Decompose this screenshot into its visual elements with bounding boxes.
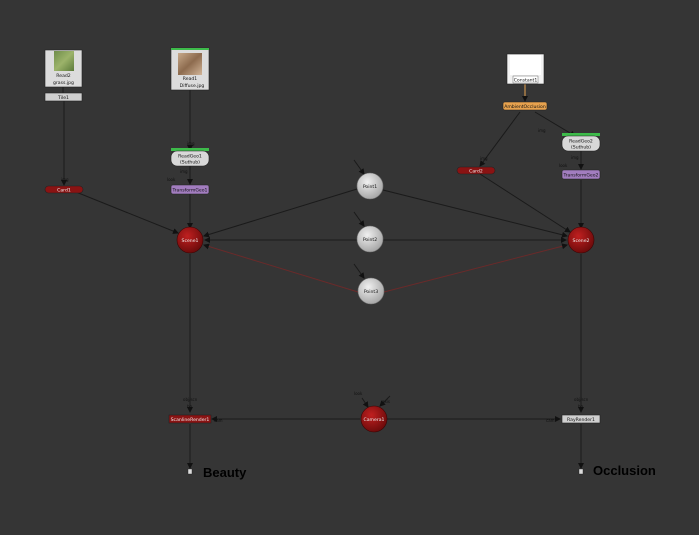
tag-objscn-rayrender: obj/scn xyxy=(574,397,589,402)
tag-cam-rayrender: cam xyxy=(546,418,555,423)
tag-axis-camera: axis xyxy=(382,399,390,404)
card1-label: Card1 xyxy=(57,188,71,194)
link-stub-point2[interactable] xyxy=(353,211,365,227)
read1-thumbnail xyxy=(178,53,202,75)
read2-thumbnail xyxy=(54,51,74,71)
node-scene2[interactable]: Scene2 xyxy=(567,226,595,254)
link-ambient-readgeo2[interactable] xyxy=(534,111,576,137)
tag-img-transformgeo2: img xyxy=(571,155,579,160)
scene1-label: Scene1 xyxy=(182,238,199,244)
node-ambient-occlusion[interactable]: AmbientOcclusion xyxy=(502,101,548,111)
tag-img-readgeo1: img xyxy=(187,141,195,146)
camera1-label: Camera1 xyxy=(364,417,385,423)
constant1-label: Constant1 xyxy=(514,78,538,84)
node-readgeo2[interactable]: ReadGeo2 (Suthub) xyxy=(561,133,601,152)
output-beauty[interactable]: Beauty xyxy=(187,465,247,480)
node-read1[interactable]: Read1 Diffuse.jpg xyxy=(170,47,210,91)
node-point1[interactable]: Point1 xyxy=(356,172,384,200)
link-point1-scene2[interactable] xyxy=(382,189,568,238)
card2-label: Card2 xyxy=(469,169,483,175)
point3-label: Point3 xyxy=(364,289,378,295)
scene2-label: Scene2 xyxy=(573,238,590,244)
scanline-render1-label: ScanlineRender1 xyxy=(171,417,210,423)
tag-objscn-scanline: obj/scn xyxy=(183,397,198,402)
node-transformgeo1[interactable]: TransformGeo1 xyxy=(170,184,210,195)
output-occlusion[interactable]: Occlusion xyxy=(578,463,656,478)
node-transformgeo2[interactable]: TransformGeo2 xyxy=(561,169,601,180)
ray-render1-label: RayRender1 xyxy=(567,417,595,423)
tag-img-card1: img xyxy=(61,177,69,182)
node-tile1[interactable]: Tile1 xyxy=(44,92,83,102)
link-stub-camera-look[interactable] xyxy=(361,397,369,408)
tag-bg-scanline: bg xyxy=(187,404,193,409)
tile1-label: Tile1 xyxy=(57,95,69,101)
tag-cam-scanline: cam xyxy=(214,418,223,423)
node-ray-render1[interactable]: RayRender1 xyxy=(561,414,601,424)
node-readgeo1[interactable]: ReadGeo1 (Suthub) xyxy=(170,148,210,167)
link-point1-scene1[interactable] xyxy=(203,188,358,238)
readgeo1-label: ReadGeo1 xyxy=(178,154,202,160)
readgeo2-label: ReadGeo2 xyxy=(569,139,593,145)
link-stub-point3[interactable] xyxy=(353,263,365,279)
node-read2[interactable]: Read2 grass.jpg xyxy=(44,49,83,88)
tag-look-transformgeo1: look xyxy=(167,177,176,182)
transformgeo1-label: TransformGeo1 xyxy=(172,188,208,194)
node-scene1[interactable]: Scene1 xyxy=(176,226,204,254)
link-stub-point1[interactable] xyxy=(353,159,365,175)
tag-look-camera: look xyxy=(354,391,363,396)
read2-label: Read2 xyxy=(56,73,71,79)
links xyxy=(61,84,584,469)
tag-img-transformgeo1: img xyxy=(180,169,188,174)
read2-sub: grass.jpg xyxy=(53,80,74,86)
node-card2[interactable]: Card2 xyxy=(456,166,496,175)
tag-img-readgeo2: img xyxy=(538,128,546,133)
link-point3-scene1[interactable] xyxy=(203,243,359,293)
point2-label: Point2 xyxy=(363,237,377,243)
output-label-beauty: Beauty xyxy=(203,465,247,480)
pipe-tags: img img img look img img img look obj/sc… xyxy=(61,128,589,423)
tag-img-card2: img xyxy=(480,156,488,161)
link-card2-scene2[interactable] xyxy=(479,173,571,233)
node-constant1[interactable]: Constant1 xyxy=(506,53,545,85)
readgeo2-sub: (Suthub) xyxy=(571,145,591,151)
output-dot-occlusion[interactable] xyxy=(578,468,584,475)
node-camera1[interactable]: Camera1 xyxy=(360,405,388,433)
ambient-occlusion-label: AmbientOcclusion xyxy=(504,104,546,110)
point1-label: Point1 xyxy=(363,184,377,190)
transformgeo2-label: TransformGeo2 xyxy=(563,173,599,179)
link-card1-scene1[interactable] xyxy=(75,191,179,234)
node-point2[interactable]: Point2 xyxy=(356,225,384,253)
link-point3-scene2[interactable] xyxy=(383,243,568,293)
read1-label: Read1 xyxy=(183,76,198,82)
node-scanline-render1[interactable]: ScanlineRender1 xyxy=(168,414,212,424)
constant1-thumbnail xyxy=(510,55,541,75)
readgeo1-sub: (Suthub) xyxy=(180,160,200,166)
tag-look-transformgeo2: look xyxy=(559,163,568,168)
read1-sub: Diffuse.jpg xyxy=(180,83,205,89)
read1-status-bar xyxy=(171,48,209,50)
output-label-occlusion: Occlusion xyxy=(593,463,656,478)
output-dot-beauty[interactable] xyxy=(187,468,193,475)
link-ambient-card2[interactable] xyxy=(479,111,521,167)
node-point3[interactable]: Point3 xyxy=(357,277,385,305)
link-stub-camera-axis[interactable] xyxy=(379,395,391,407)
node-card1[interactable]: Card1 xyxy=(44,185,84,194)
tag-bg-rayrender: bg xyxy=(578,404,584,409)
